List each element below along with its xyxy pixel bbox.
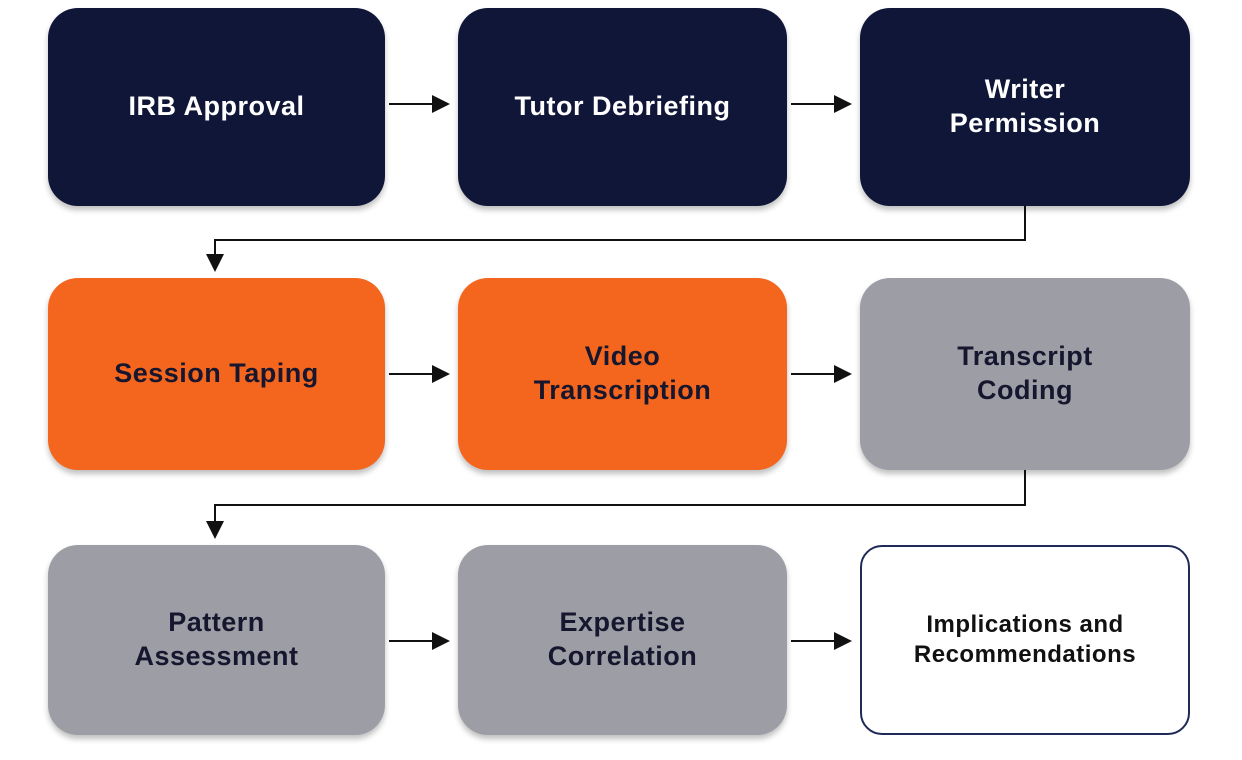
arrow-coding-to-assessment — [206, 470, 1026, 539]
node-irb-approval: IRB Approval — [48, 8, 385, 206]
node-session-taping: Session Taping — [48, 278, 385, 470]
node-pattern-assessment: Pattern Assessment — [48, 545, 385, 735]
node-transcript-coding: Transcript Coding — [860, 278, 1190, 470]
arrow-permission-to-taping — [206, 206, 1026, 272]
node-video-transcription: Video Transcription — [458, 278, 787, 470]
node-tutor-debriefing: Tutor Debriefing — [458, 8, 787, 206]
node-writer-permission: Writer Permission — [860, 8, 1190, 206]
node-implications-recommendations: Implications and Recommendations — [860, 545, 1190, 735]
node-expertise-correlation: Expertise Correlation — [458, 545, 787, 735]
